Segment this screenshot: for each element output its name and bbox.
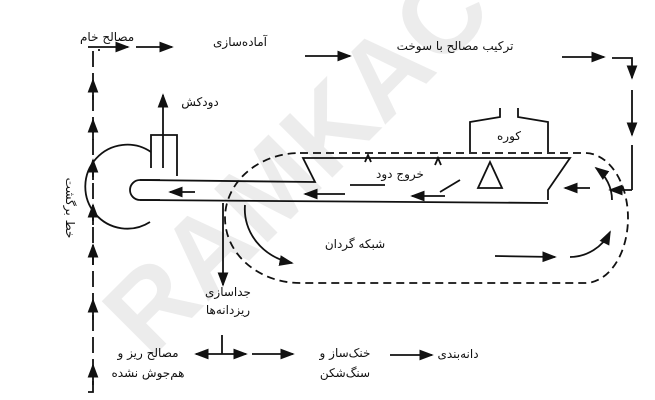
smoke-marks: [364, 152, 442, 166]
label-fines-separation: ریزدانه‌ها: [206, 303, 250, 318]
cyclone-inlet: [129, 179, 160, 201]
furnace-hood: [469, 108, 549, 152]
label-traveling-grate: شبکه گردان: [325, 237, 385, 252]
return-line: [88, 49, 100, 393]
baffle: [439, 179, 461, 193]
kiln-duct-top: [139, 157, 572, 200]
label-unsintered-fines: هم‌جوش نشده: [111, 366, 184, 381]
label-furnace: کوره: [497, 129, 521, 144]
traveling-grate-loop: [224, 152, 629, 284]
label-preparation: آماده‌سازی: [213, 34, 268, 50]
label-return-line: خط برگشت: [62, 178, 77, 239]
grate-arrow: [494, 251, 557, 263]
label-chimney: دودکش: [181, 95, 219, 110]
label-fines-separation: جداسازی: [205, 285, 251, 300]
label-smoke-exit: خروج دود: [376, 167, 424, 182]
label-unsintered-fines: مصالح ریز و: [116, 346, 178, 361]
label-cooler-crusher: سنگ‌شکن: [320, 366, 370, 381]
arrow: [612, 57, 638, 80]
cyclone: [84, 143, 152, 230]
kiln-duct-bottom: [139, 199, 549, 204]
chimney-stack: [150, 134, 178, 176]
label-screening: دانه‌بندی: [437, 347, 478, 361]
label-cooler-crusher: خنک‌ساز و: [319, 346, 371, 361]
grate-arrow: [569, 230, 611, 258]
ignition-triangle: [476, 159, 504, 189]
label-raw-materials: مصالح خام: [80, 30, 134, 44]
grate-arrow: [594, 166, 613, 201]
label-mixing: ترکیب مصالح با سوخت: [397, 39, 514, 54]
grate-arrow: [243, 204, 294, 266]
